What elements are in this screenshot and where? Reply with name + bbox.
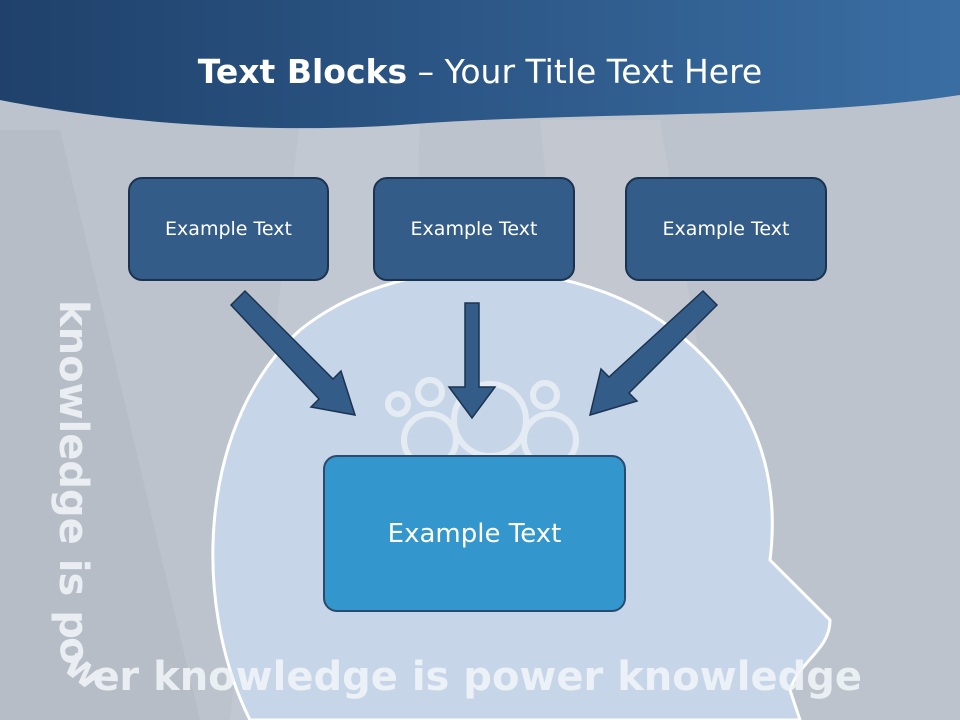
text-block-1: Example Text (128, 177, 329, 281)
arrow-left (229, 289, 357, 416)
arrow-center (447, 302, 497, 420)
text-block-3: Example Text (625, 177, 827, 281)
title-bold: Text Blocks (197, 52, 408, 91)
text-block-label: Example Text (410, 218, 538, 240)
center-text-block: Example Text (323, 455, 626, 612)
text-block-label: Example Text (165, 218, 292, 240)
text-block-2: Example Text (373, 177, 575, 281)
gears-icon (385, 377, 579, 469)
text-block-label: Example Text (662, 218, 790, 240)
light-ray (0, 130, 200, 720)
slide-title: Text Blocks – Your Title Text Here (0, 52, 960, 91)
center-block-label: Example Text (387, 518, 562, 549)
title-rest: – Your Title Text Here (407, 52, 763, 91)
arrow-right (588, 289, 719, 417)
header-band (0, 0, 960, 129)
